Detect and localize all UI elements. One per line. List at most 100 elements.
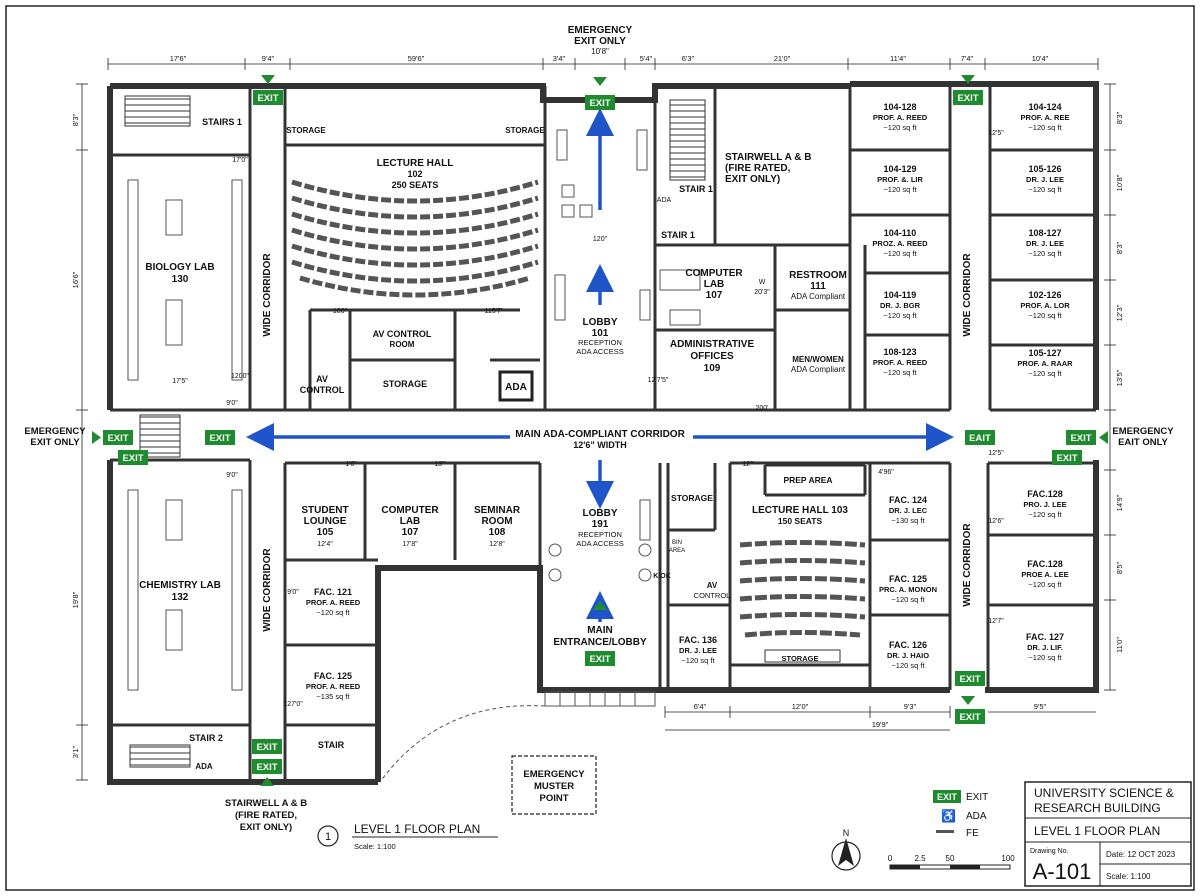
stairs-1-treads [124,95,191,127]
office-a-4-line1: PROF. A. REED [873,358,928,367]
top-dim-9: 10'4" [1032,54,1049,63]
top-dim-8: 7'4" [961,54,974,63]
plan-scale: Scale: 1:100 [354,842,396,851]
exit-sign-top-center-label: EXIT [589,98,610,109]
student-lounge-dim: 12'4" [317,541,333,548]
exit-sign-bottom-left-2: EXIT [252,759,282,774]
lobby-101-number: 101 [592,328,609,339]
lobby-furniture [548,129,701,582]
office-a-3-line2: ~120 sq ft [883,311,917,320]
sheet-name: LEVEL 1 FLOOR PLAN [1034,824,1160,838]
fac-right-0-line1: PRO. J. LEE [1023,500,1066,509]
dim-bio: 17'5" [172,378,188,385]
stairwell-ab-line1: STAIRWELL A & B [725,152,811,163]
storage-box-103 [764,649,841,663]
lecture-102-number: 102 [407,169,422,179]
w-label: W [759,279,766,286]
bottom-dim-1: 12'0" [792,702,809,711]
fac-mid-0-line2: ~130 sq ft [891,516,925,525]
lobby-191-title: LOBBY [583,508,618,519]
left-dim-3: 3'1" [71,745,80,758]
office-b-4-line0: 105-127 [1028,348,1061,358]
fac-right-0-line2: ~120 sq ft [1028,510,1062,519]
dim-r1: 12'5" [988,130,1004,137]
office-a-1-line1: PROF. &. LIR [877,175,923,184]
exit-sign-top-left: EXIT [253,90,283,105]
lobby-101-reception: RECEPTION [578,338,622,347]
right-dim-1: 10'8" [1115,174,1124,191]
plan-title: LEVEL 1 FLOOR PLAN [354,822,480,836]
office-a-2-line0: 104-110 [884,228,917,238]
stair-2-label: STAIR 2 [189,733,223,743]
office-b-2-line0: 108-127 [1028,228,1061,238]
left-dim-2: 19'8" [71,591,80,608]
lecture-103-seats: 150 SEATS [778,516,823,526]
top-emergency-exit-2: EXIT ONLY [574,36,626,47]
bottom-stairwell-1: STAIRWELL A & B [225,798,307,809]
exit-sign-right-outer: EXIT [1066,430,1096,445]
lobby-191-number: 191 [592,519,609,530]
office-a-0-line1: PROF. A. REED [873,113,928,122]
legend-fe-label: FE [966,828,979,839]
bottom-dim-0: 6'4" [694,702,707,711]
exit-sign-bottom-right-1: EXIT [955,671,985,686]
office-a-1-line2: ~120 sq ft [883,185,917,194]
av-control-room-2: ROOM [390,340,415,349]
exit-sign-right-lower: EXIT [1052,450,1082,465]
scale-2: 50 [946,854,955,863]
office-a-2-line1: PROZ. A. REED [872,239,928,248]
fac-right-0-line0: FAC.128 [1027,489,1063,499]
side-dimensions [76,83,1116,781]
exit-sign-top-right: EXIT [953,90,983,105]
top-dim-3: 3'4" [553,54,566,63]
dim-av2: 115'7" [485,308,504,315]
lecture-102-seats: 250 SEATS [392,180,439,190]
fac-136-line0: FAC. 136 [679,635,717,645]
top-dim-1: 9'4" [262,54,275,63]
drawing-date: Date: 12 OCT 2023 [1106,850,1176,859]
office-b-0-line1: PROF. A. REE [1021,113,1070,122]
right-dim-labels: 8'3" 10'8" 8'3" 12'3" 13'5" 14'9" 8'5" 1… [1115,111,1124,653]
interior-walls [110,86,1096,782]
storage-left-label: STORAGE [286,126,326,135]
computer-lab-107-lab: LAB [704,279,725,290]
restroom-number: 111 [810,281,826,292]
exit-sign-top-right-label: EXIT [957,93,978,104]
dim-bio2: 9'0" [226,400,238,407]
wide-corridor-top-right: WIDE CORRIDOR [962,253,973,337]
fac-right-2-line0: FAC. 127 [1026,632,1064,642]
fac-mid-0-line1: DR. J. LEC [889,506,928,515]
office-a-1-line0: 104-129 [883,164,916,174]
exit-signs: EXIT EXIT EXIT EXIT EXIT EXIT EAIT EXIT … [103,90,1096,774]
building-name-2: RESEARCH BUILDING [1034,801,1161,815]
legend-exit-label: EXIT [966,792,988,803]
kiosk-label: KIOK [653,573,671,580]
computer-lab-b-1: COMPUTER [381,505,439,516]
right-dim-0: 8'3" [1115,111,1124,124]
fac-left-0-line2: ~120 sq ft [316,608,350,617]
fac-right-2-line2: ~120 sq ft [1028,653,1062,662]
legend-exit-swatch [933,790,961,803]
fac-mid-1-line1: PRC. A. MONON [879,585,937,594]
stair-1-treads [669,99,706,181]
right-dim-5: 14'9" [1115,494,1124,511]
left-emergency-exit-2: EXIT ONLY [30,437,80,448]
main-entrance-2: ENTRANCE/LOBBY [553,637,647,648]
dim-b1: 1'0" [345,461,357,468]
scale-0: 0 [888,854,893,863]
room-labels: STAIRS 1 STORAGE STORAGE LECTURE HALL 10… [139,117,973,771]
fac-left-1-line2: ~135 sq ft [316,692,350,701]
office-a-4-line0: 108-123 [883,347,916,357]
bottom-stairwell-2: (FIRE RATED, [235,810,297,821]
lecture-hall-103-seating [739,540,866,638]
office-b-0-line0: 104-124 [1028,102,1061,112]
dim-lobby: 120" [593,236,608,243]
office-b-3-line1: PROF. A. LOR [1020,301,1070,310]
storage-right-label: STORAGE [505,126,545,135]
right-emergency-exit-2: EAIT ONLY [1118,437,1168,448]
exit-sign-bottom-right-1-label: EXIT [959,674,980,685]
storage-av-label: STORAGE [383,379,427,389]
restroom-title: RESTROOM [789,270,847,281]
scale-1: 2.5 [914,854,926,863]
